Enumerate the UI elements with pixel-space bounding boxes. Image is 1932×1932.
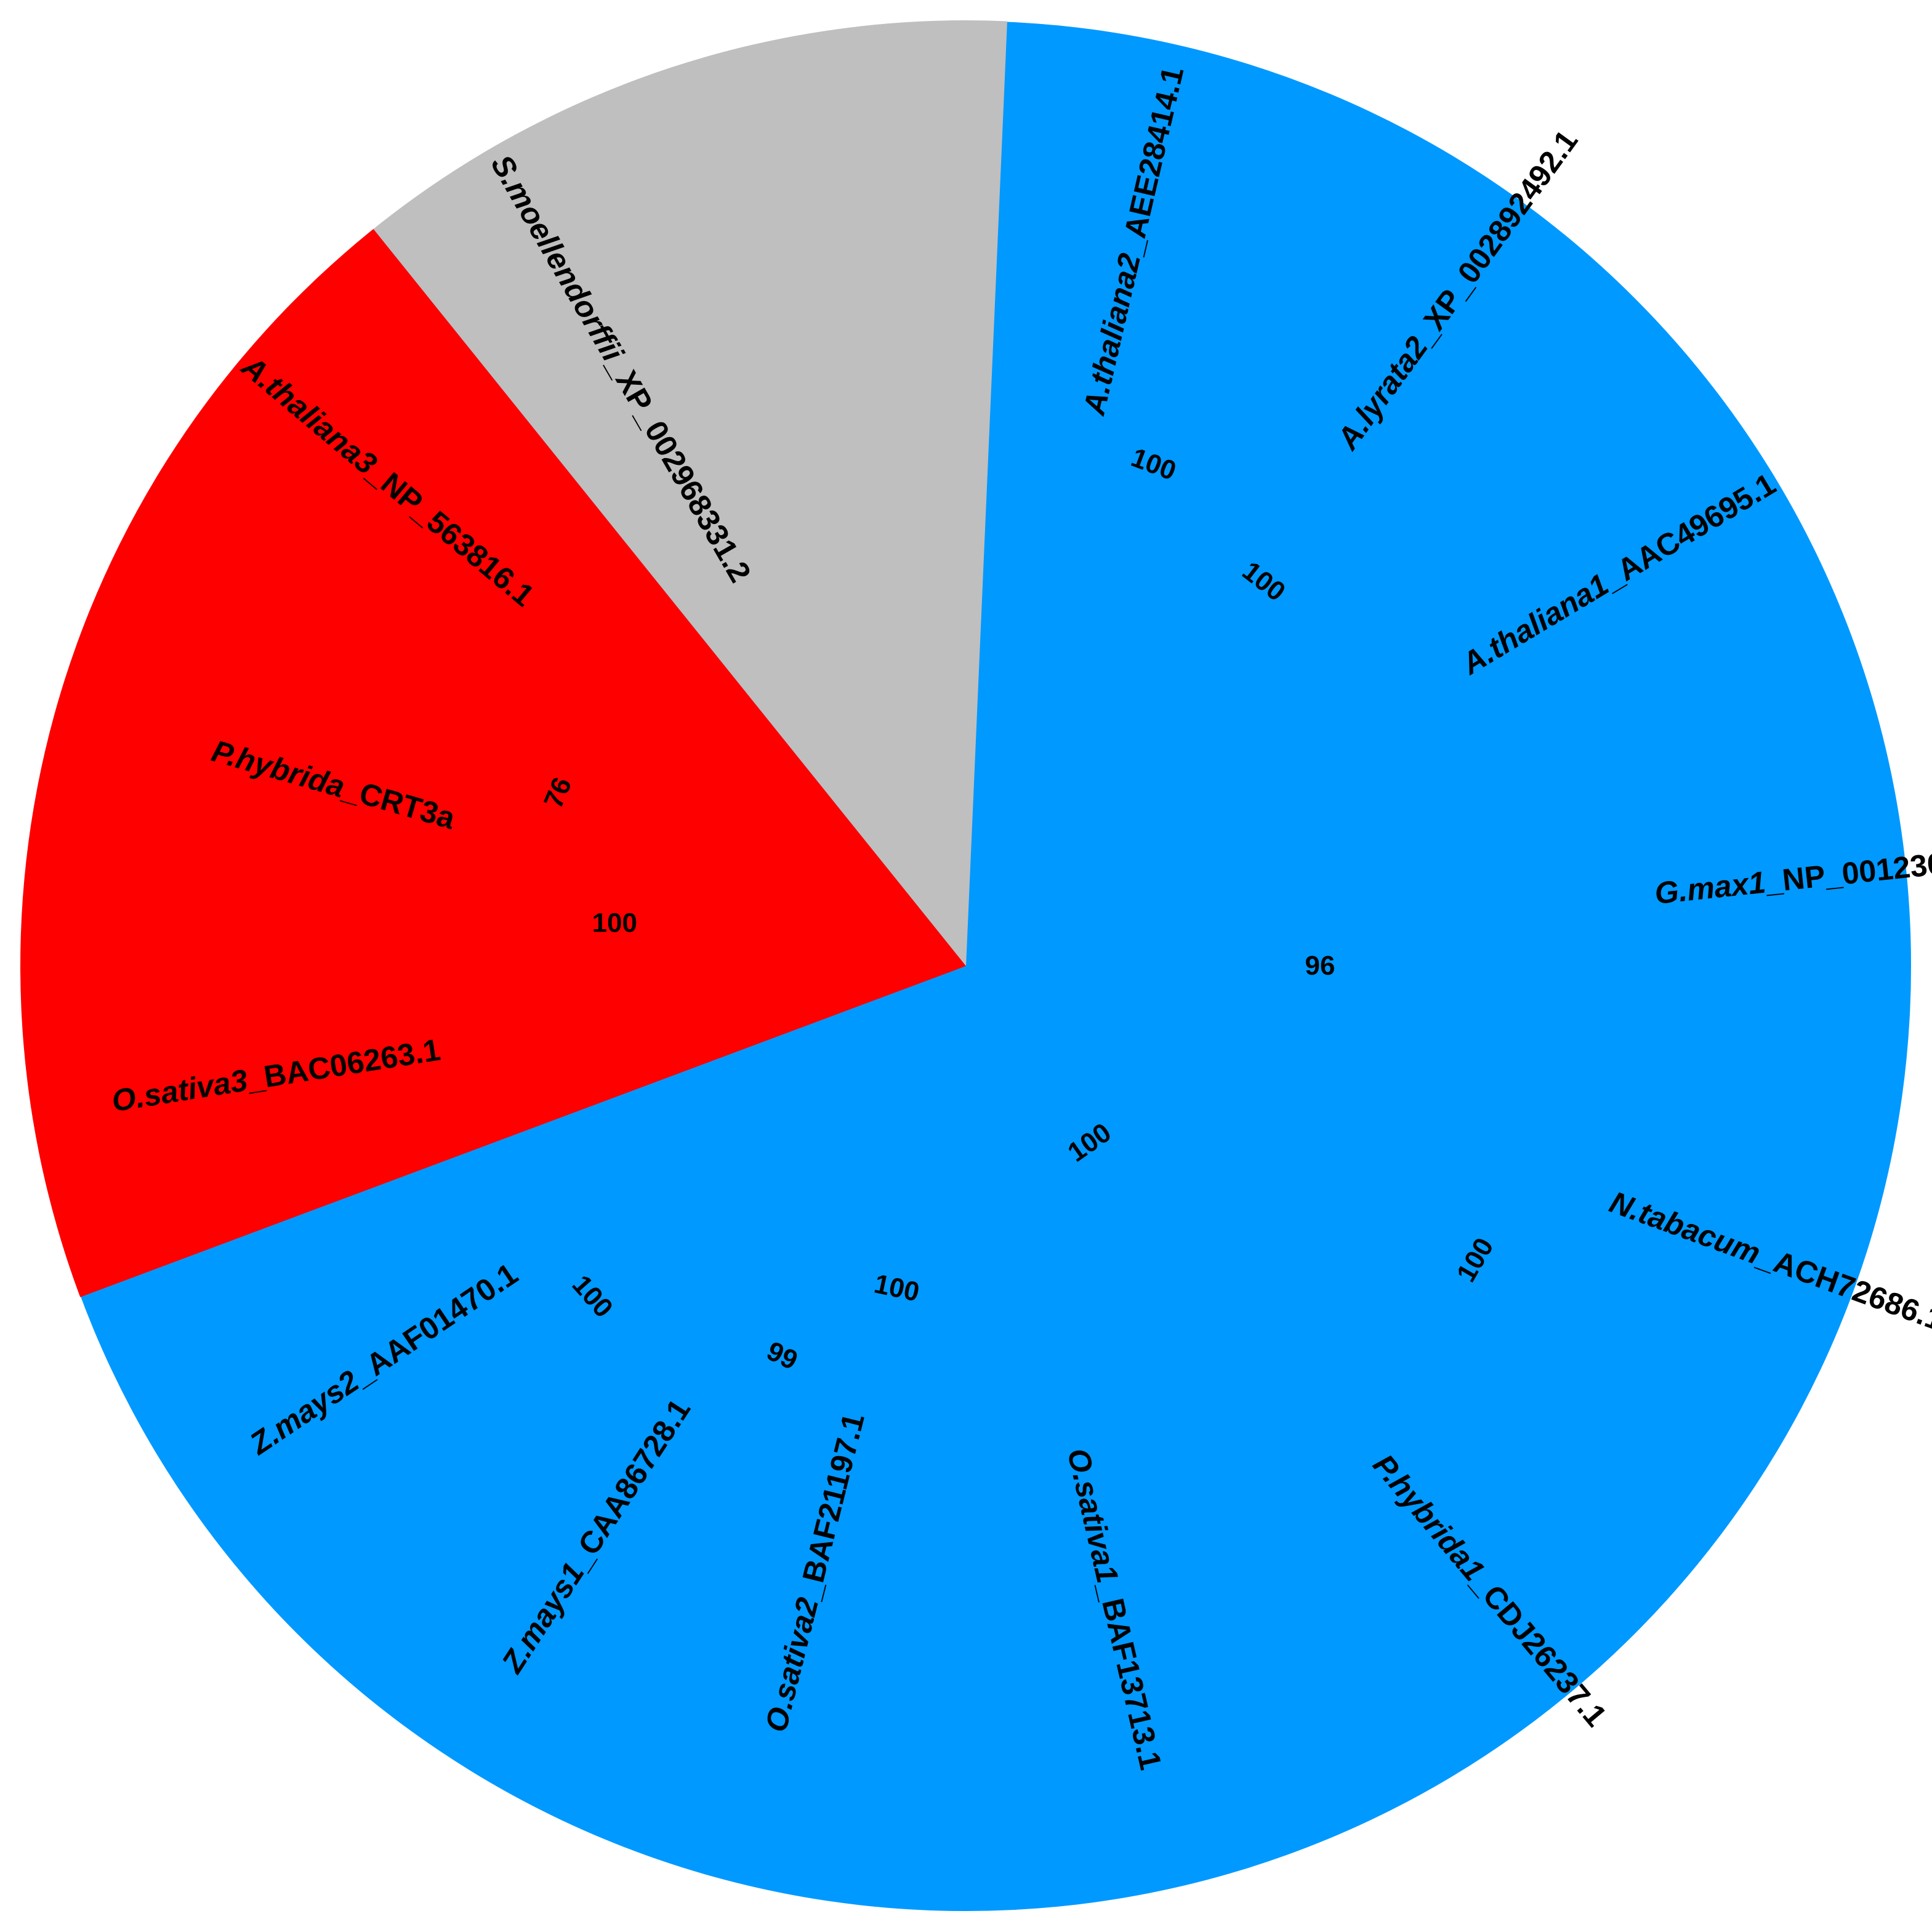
bootstrap-label: 100 (592, 908, 637, 938)
red-clade-sector (20, 228, 966, 1297)
gray-clade-sector (373, 20, 1007, 967)
bootstrap-label: 96 (1305, 951, 1335, 981)
